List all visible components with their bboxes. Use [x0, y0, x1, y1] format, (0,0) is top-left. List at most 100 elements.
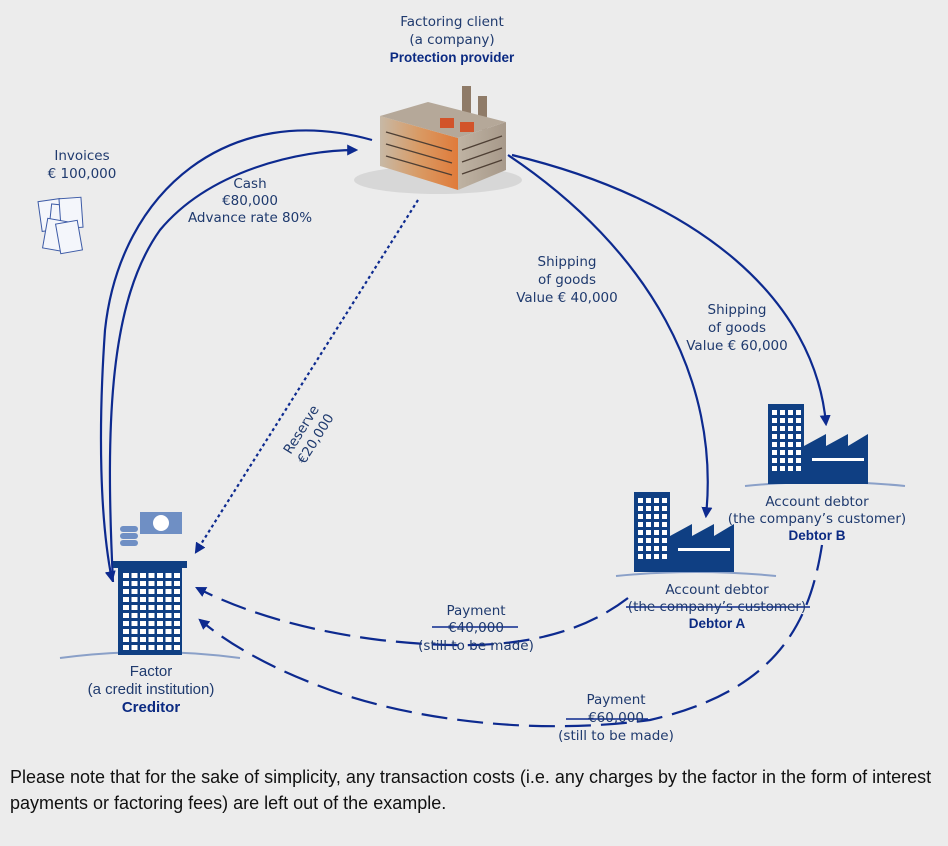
- debtor-b-line1: Account debtor: [765, 494, 869, 510]
- window: [157, 605, 163, 610]
- window: [140, 645, 146, 650]
- window: [157, 589, 163, 594]
- cash-line1: Cash: [233, 176, 266, 192]
- payment-a-arrow: [195, 586, 629, 647]
- shipping-b-label: Shipping of goods Value € 60,000: [686, 302, 787, 354]
- window: [165, 573, 172, 578]
- window: [646, 522, 651, 527]
- shipping-a-label: Shipping of goods Value € 40,000: [516, 254, 617, 306]
- window: [140, 621, 146, 626]
- window: [780, 410, 785, 415]
- window: [638, 514, 643, 519]
- window: [131, 629, 138, 634]
- shipping-a-arrow: [507, 154, 713, 519]
- window: [131, 581, 138, 586]
- window: [772, 434, 777, 439]
- window: [780, 442, 785, 447]
- window: [780, 426, 785, 431]
- window: [788, 418, 793, 423]
- office-with-factory-icon: [744, 404, 906, 487]
- window: [662, 498, 667, 503]
- window: [131, 613, 138, 618]
- window: [165, 589, 172, 594]
- window: [788, 458, 793, 463]
- window: [140, 605, 146, 610]
- window: [646, 546, 651, 551]
- shipping-b-line3: Value € 60,000: [686, 338, 787, 354]
- client-label: Factoring client (a company) Protection …: [390, 14, 515, 65]
- window: [646, 514, 651, 519]
- window: [646, 498, 651, 503]
- window: [157, 621, 163, 626]
- cash-line2: €80,000: [222, 193, 278, 209]
- window: [131, 637, 138, 642]
- window: [148, 621, 155, 626]
- window: [148, 573, 155, 578]
- factory-icon: [354, 86, 522, 194]
- documents-icon: [37, 196, 84, 255]
- window: [772, 418, 777, 423]
- window: [157, 597, 163, 602]
- window: [165, 645, 172, 650]
- window: [148, 589, 155, 594]
- window: [772, 466, 777, 471]
- window: [157, 613, 163, 618]
- window: [123, 613, 129, 618]
- window: [174, 605, 180, 610]
- window: [780, 434, 785, 439]
- window: [654, 538, 659, 543]
- window: [157, 573, 163, 578]
- window: [788, 442, 793, 447]
- window: [157, 629, 163, 634]
- cash-line3: Advance rate 80%: [188, 210, 312, 226]
- window: [157, 645, 163, 650]
- window: [131, 645, 138, 650]
- window: [638, 498, 643, 503]
- window: [148, 637, 155, 642]
- window: [788, 450, 793, 455]
- window: [662, 506, 667, 511]
- payment-a-line3: (still to be made): [418, 638, 534, 654]
- window: [165, 597, 172, 602]
- window: [123, 589, 129, 594]
- window: [772, 450, 777, 455]
- window: [148, 597, 155, 602]
- payment-b-line1: Payment: [586, 692, 645, 708]
- factor-role: Creditor: [122, 699, 181, 716]
- window: [148, 581, 155, 586]
- shipping-b-arrow: [511, 153, 831, 427]
- window: [123, 629, 129, 634]
- window: [140, 597, 146, 602]
- payment-a-line2: €40,000: [448, 620, 504, 636]
- window: [780, 450, 785, 455]
- window: [646, 554, 651, 559]
- window: [638, 538, 643, 543]
- window: [131, 605, 138, 610]
- client-role: Protection provider: [390, 50, 515, 65]
- window: [174, 573, 180, 578]
- window: [654, 514, 659, 519]
- window: [140, 629, 146, 634]
- shipping-a-line2: of goods: [538, 272, 596, 288]
- window: [140, 637, 146, 642]
- window: [165, 637, 172, 642]
- window: [123, 605, 129, 610]
- debtor-a-label: Account debtor (the company’s customer) …: [628, 582, 806, 631]
- window: [654, 546, 659, 551]
- window: [123, 597, 129, 602]
- window: [140, 573, 146, 578]
- window: [796, 442, 801, 447]
- window: [123, 645, 129, 650]
- payment-b-arrow: [198, 544, 824, 728]
- shipping-b-line1: Shipping: [708, 302, 767, 318]
- debtor-a-role: Debtor A: [689, 616, 746, 631]
- window: [788, 426, 793, 431]
- window: [140, 581, 146, 586]
- payment-a-line1: Payment: [446, 603, 505, 619]
- invoices-arrow: [99, 129, 373, 583]
- window: [174, 621, 180, 626]
- window: [174, 637, 180, 642]
- shipping-b-line2: of goods: [708, 320, 766, 336]
- window: [780, 466, 785, 471]
- shipping-a-line1: Shipping: [538, 254, 597, 270]
